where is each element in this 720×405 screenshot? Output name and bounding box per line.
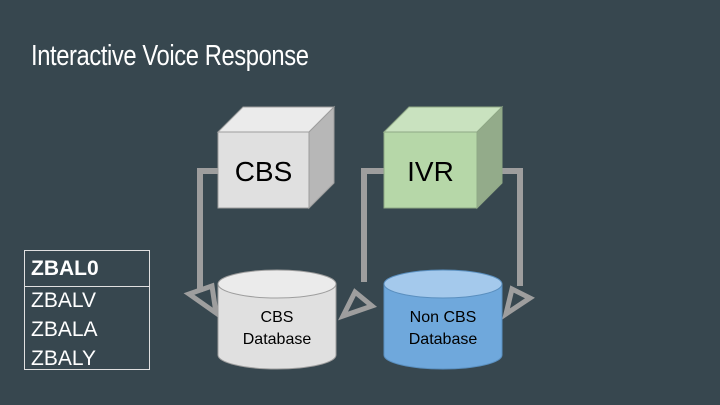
- cbs-database-label-line1: CBS: [261, 309, 294, 326]
- slide-title: Interactive Voice Response: [31, 40, 309, 72]
- transaction-code-list: ZBAL0 ZBALV ZBALA ZBALY: [24, 250, 150, 370]
- cbs-database-cylinder-icon[interactable]: CBS Database: [217, 269, 337, 370]
- code-item: ZBALV: [31, 289, 96, 312]
- connector-ivr-to-cbs-database: [338, 168, 385, 321]
- connector-cbs-to-cbs-database: [183, 168, 220, 319]
- cbs-database-label-line2: Database: [243, 331, 312, 348]
- code-item: ZBALA: [31, 318, 98, 341]
- ivr-server-cube-icon[interactable]: IVR: [382, 105, 504, 210]
- noncbs-database-label-line2: Database: [409, 331, 478, 348]
- ivr-server-label: IVR: [407, 156, 454, 187]
- noncbs-database-cylinder-icon[interactable]: Non CBS Database: [383, 269, 503, 370]
- cbs-server-label: CBS: [235, 156, 293, 187]
- cbs-server-cube-icon[interactable]: CBS: [216, 105, 336, 210]
- code-item-header: ZBAL0: [25, 251, 149, 287]
- code-item: ZBALY: [31, 347, 96, 370]
- noncbs-database-label-line1: Non CBS: [410, 309, 477, 326]
